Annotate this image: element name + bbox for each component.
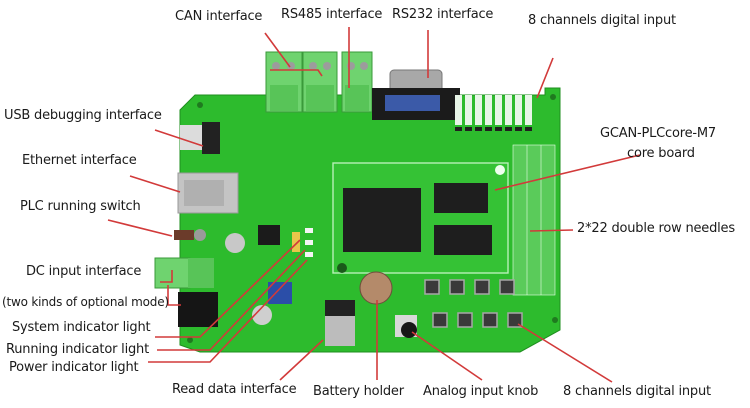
label-can-interface: CAN interface (175, 9, 263, 24)
digital-input-buttons (424, 279, 523, 328)
ethernet-port (177, 172, 239, 214)
can-rs485-terminal-blocks (265, 51, 373, 113)
label-analog-input-knob: Analog input knob (423, 384, 539, 399)
digital-input-led-strip (455, 95, 532, 125)
label-dc-input-interface: DC input interface (26, 264, 142, 279)
label-row-needles: 2*22 double row needles (577, 221, 735, 236)
indicator-leds (305, 228, 313, 257)
label-running-indicator-light: Running indicator light (6, 342, 149, 357)
label-rs485-interface: RS485 interface (281, 7, 383, 22)
rs232-db9-connector (372, 69, 460, 120)
dc-barrel-jack (178, 292, 218, 327)
battery-holder (359, 271, 393, 305)
leader-lines (107, 27, 641, 383)
label-read-data-interface: Read data interface (172, 382, 297, 397)
analog-knob (395, 315, 417, 338)
core-board-module (332, 162, 509, 274)
label-usb-debugging-interface: USB debugging interface (4, 108, 162, 123)
label-digital-input-bottom: 8 channels digital input (563, 384, 711, 399)
label-dc-input-note: (two kinds of optional mode) (2, 295, 169, 309)
label-core-board: core board (627, 146, 695, 161)
label-core-board-model: GCAN-PLCcore-M7 (600, 126, 716, 141)
label-battery-holder: Battery holder (313, 384, 404, 399)
dc-input-terminal (154, 257, 214, 289)
read-data-port (325, 300, 355, 346)
double-row-header (512, 144, 556, 296)
plc-switch (174, 229, 206, 241)
label-ethernet-interface: Ethernet interface (22, 153, 137, 168)
label-power-indicator-light: Power indicator light (9, 360, 139, 375)
label-system-indicator-light: System indicator light (12, 320, 151, 335)
usb-debug-port (180, 122, 220, 154)
label-plc-running-switch: PLC running switch (20, 199, 141, 214)
label-rs232-interface: RS232 interface (392, 7, 494, 22)
label-digital-input-top: 8 channels digital input (528, 13, 676, 28)
